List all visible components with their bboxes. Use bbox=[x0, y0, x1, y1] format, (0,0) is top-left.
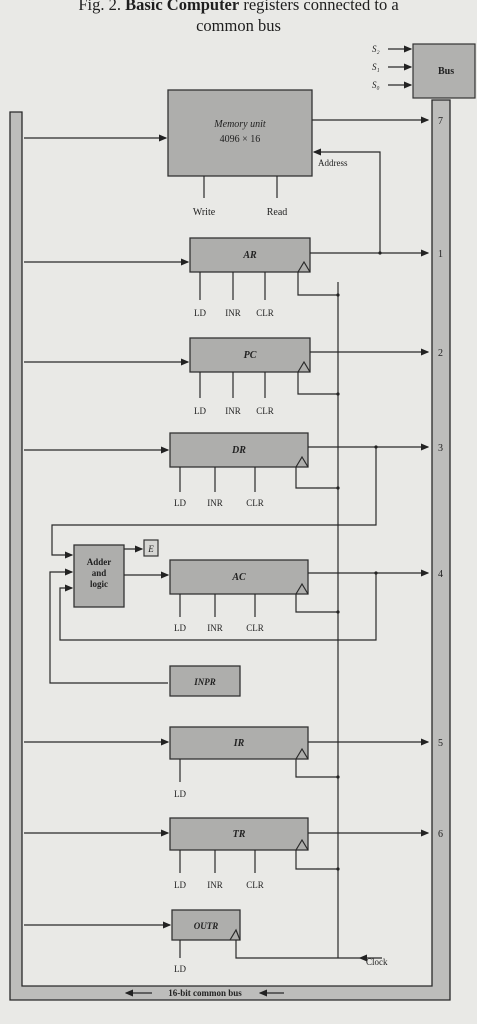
dr-ld: LD bbox=[174, 498, 186, 508]
register-tr bbox=[169, 817, 309, 851]
select-s0: S₀ bbox=[372, 80, 380, 90]
select-s2: S₂ bbox=[372, 44, 380, 54]
bus-label: Bus bbox=[438, 66, 454, 77]
clock-label: Clock bbox=[366, 957, 388, 967]
dr-inr: INR bbox=[207, 498, 223, 508]
memory-write-label: Write bbox=[193, 207, 216, 218]
bus-input-5: 5 bbox=[438, 738, 443, 749]
outr-ld: LD bbox=[174, 964, 186, 974]
memory-read-label: Read bbox=[267, 207, 288, 218]
register-ar-label: AR bbox=[242, 250, 257, 261]
bus-input-4: 4 bbox=[438, 569, 443, 580]
ar-clr: CLR bbox=[256, 308, 274, 318]
register-inpr bbox=[169, 665, 241, 697]
tr-ld: LD bbox=[174, 880, 186, 890]
register-pc-label: PC bbox=[244, 350, 257, 361]
adder-line2: and bbox=[92, 568, 107, 578]
bus-input-6: 6 bbox=[438, 829, 443, 840]
pc-ld: LD bbox=[194, 406, 206, 416]
register-dr bbox=[169, 432, 309, 468]
register-tr-label: TR bbox=[233, 829, 246, 840]
common-bus-label: 16-bit common bus bbox=[168, 988, 242, 998]
register-ac bbox=[169, 559, 309, 595]
e-flag-label: E bbox=[147, 544, 154, 554]
register-ir-label: IR bbox=[233, 738, 245, 749]
bus-input-2: 2 bbox=[438, 348, 443, 359]
adder-and-logic bbox=[73, 544, 125, 608]
pc-clr: CLR bbox=[256, 406, 274, 416]
register-pc bbox=[189, 337, 311, 373]
register-ac-label: AC bbox=[231, 572, 246, 583]
caption-line2: common bus bbox=[196, 16, 281, 35]
caption-prefix: Fig. 2. bbox=[78, 0, 121, 14]
bus-select-box bbox=[412, 43, 476, 99]
register-dr-label: DR bbox=[231, 445, 246, 456]
common-bus bbox=[9, 99, 451, 1001]
address-label: Address bbox=[318, 158, 348, 168]
ar-ld: LD bbox=[194, 308, 206, 318]
ac-ld: LD bbox=[174, 623, 186, 633]
ir-ld: LD bbox=[174, 789, 186, 799]
bus-input-7: 7 bbox=[438, 116, 443, 127]
caption-suffix: registers connected to a bbox=[243, 0, 399, 14]
select-s1: S₁ bbox=[372, 62, 380, 72]
memory-unit bbox=[167, 89, 313, 177]
memory-title: Memory unit bbox=[213, 119, 266, 130]
tr-inr: INR bbox=[207, 880, 223, 890]
register-ir bbox=[169, 726, 309, 760]
pc-inr: INR bbox=[225, 406, 241, 416]
e-flag bbox=[143, 539, 159, 557]
tr-clr: CLR bbox=[246, 880, 264, 890]
register-outr-label: OUTR bbox=[194, 921, 219, 931]
ar-inr: INR bbox=[225, 308, 241, 318]
register-ar bbox=[189, 237, 311, 273]
memory-size: 4096 × 16 bbox=[220, 134, 261, 145]
register-inpr-label: INPR bbox=[193, 677, 216, 687]
adder-line1: Adder bbox=[87, 557, 112, 567]
dr-clr: CLR bbox=[246, 498, 264, 508]
ac-clr: CLR bbox=[246, 623, 264, 633]
adder-line3: logic bbox=[90, 579, 108, 589]
caption-bold: Basic Computer bbox=[125, 0, 240, 14]
bus-input-3: 3 bbox=[438, 443, 443, 454]
ac-inr: INR bbox=[207, 623, 223, 633]
bus-input-1: 1 bbox=[438, 249, 443, 260]
figure-caption: Fig. 2. Basic Computer registers connect… bbox=[0, 0, 477, 36]
register-outr bbox=[171, 909, 241, 941]
